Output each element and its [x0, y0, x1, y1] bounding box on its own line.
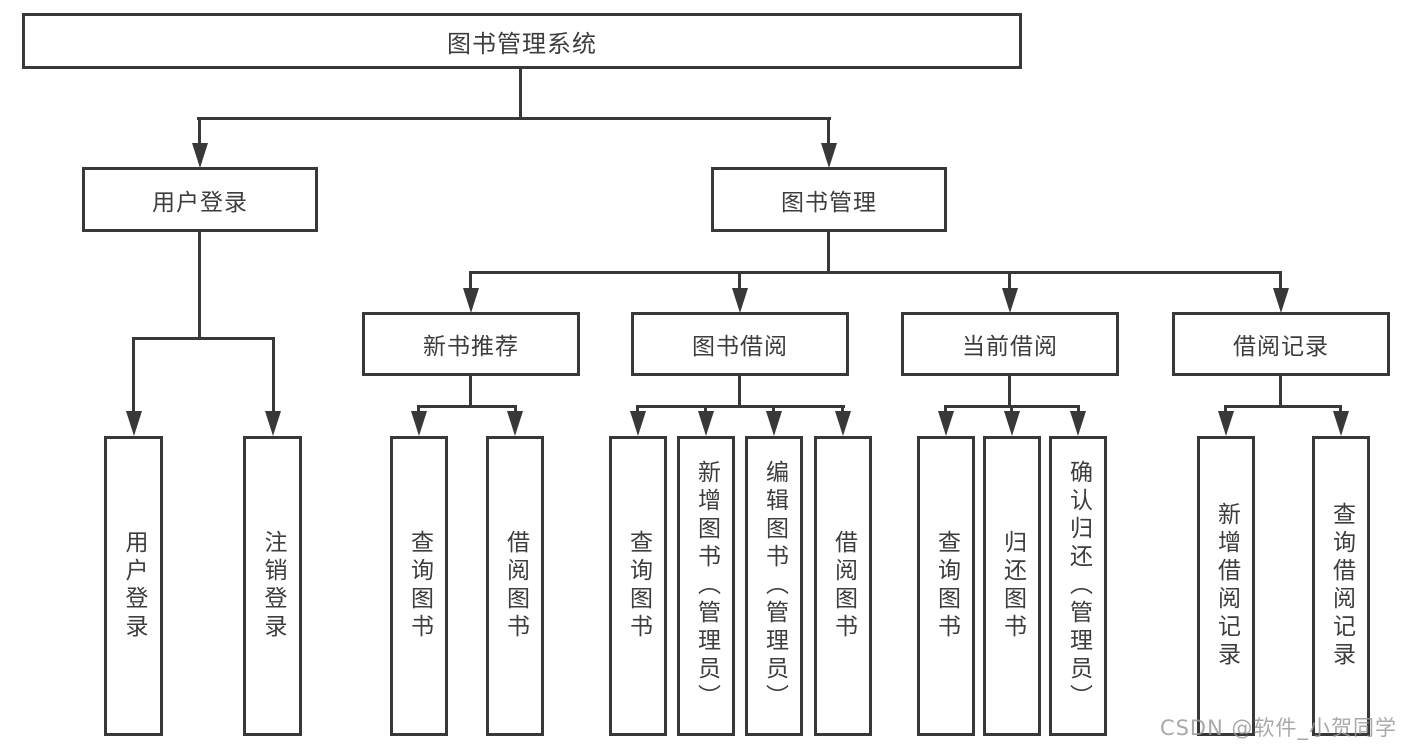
connector-currentborrow-c1-stem: [944, 405, 947, 413]
connector-bookmgmt-stem: [827, 117, 830, 145]
connector-userlogin-branch: [132, 337, 275, 340]
leaf-borrow-add-label: 新增图书（管理员）: [693, 460, 720, 712]
arrow-bookborrow-icon: [732, 288, 748, 313]
leaf-borrow-query-label: 查询图书: [625, 530, 652, 642]
arrow-currentborrow-confirm-icon: [1070, 411, 1086, 436]
node-root: 图书管理系统: [22, 13, 1022, 69]
leaf-borrow-add: 新增图书（管理员）: [677, 436, 735, 736]
connector-borrowrecord-stem: [1279, 271, 1282, 290]
connector-bookborrow-branch: [636, 405, 845, 408]
leaf-newbook-borrow-label: 借阅图书: [502, 530, 529, 642]
arrow-record-query-icon: [1333, 411, 1349, 436]
node-new-book-rec: 新书推荐: [362, 312, 580, 376]
connector-level3-branch: [469, 271, 1282, 274]
arrow-bookborrow-edit-icon: [766, 411, 782, 436]
arrow-bookborrow-add-icon: [698, 411, 714, 436]
leaf-newbook-query: 查询图书: [390, 436, 448, 736]
connector-borrowrecord-down: [1279, 376, 1282, 405]
leaf-newbook-borrow: 借阅图书: [486, 436, 544, 736]
connector-currentborrow-down: [1008, 376, 1011, 405]
connector-borrowrecord-branch: [1224, 405, 1342, 408]
connector-currentborrow-stem: [1008, 271, 1011, 290]
arrow-currentborrow-return-icon: [1004, 411, 1020, 436]
node-book-mgmt-label: 图书管理: [781, 189, 877, 216]
leaf-borrow-edit-label: 编辑图书（管理员）: [761, 460, 788, 712]
arrow-leaf-login-icon: [126, 411, 142, 436]
leaf-borrow-borrow: 借阅图书: [814, 436, 872, 736]
connector-newbook-c1-stem: [417, 405, 420, 413]
leaf-current-query-label: 查询图书: [933, 530, 960, 642]
leaf-current-confirm-label: 确认归还（管理员）: [1065, 460, 1092, 712]
connector-bookborrow-c2-stem: [704, 405, 707, 413]
leaf-borrow-query: 查询图书: [609, 436, 667, 736]
connector-currentborrow-c2-stem: [1010, 405, 1013, 413]
connector-root-stem: [519, 69, 522, 118]
node-user-login-label: 用户登录: [152, 189, 248, 216]
arrow-userlogin-icon: [192, 143, 208, 168]
arrow-currentborrow-icon: [1002, 288, 1018, 313]
node-book-mgmt: 图书管理: [711, 167, 947, 232]
arrow-leaf-logout-icon: [265, 411, 281, 436]
leaf-logout: 注销登录: [243, 436, 302, 736]
node-borrow-record: 借阅记录: [1172, 312, 1390, 376]
arrow-currentborrow-query-icon: [938, 411, 954, 436]
node-user-login: 用户登录: [82, 167, 318, 232]
arrow-borrowrecord-icon: [1273, 288, 1289, 313]
leaf-user-login: 用户登录: [104, 436, 163, 736]
connector-leaf-login-stem: [132, 337, 135, 411]
node-current-borrow-label: 当前借阅: [962, 334, 1058, 360]
arrow-bookmgmt-icon: [821, 143, 837, 168]
leaf-user-login-label: 用户登录: [121, 530, 147, 642]
arrow-bookborrow-borrow-icon: [835, 411, 851, 436]
connector-newbook-branch: [417, 405, 517, 408]
leaf-current-return: 归还图书: [983, 436, 1041, 736]
leaf-newbook-query-label: 查询图书: [406, 530, 433, 642]
arrow-newbook-query-icon: [411, 411, 427, 436]
leaf-record-query-label: 查询借阅记录: [1328, 502, 1355, 670]
leaf-current-return-label: 归还图书: [999, 530, 1026, 642]
leaf-record-query: 查询借阅记录: [1312, 436, 1370, 736]
connector-newbook-c2-stem: [514, 405, 517, 413]
connector-bookmgmt-down: [827, 232, 830, 271]
connector-newbook-down: [469, 376, 472, 405]
arrow-record-add-icon: [1218, 411, 1234, 436]
node-root-label: 图书管理系统: [447, 29, 597, 58]
leaf-borrow-borrow-label: 借阅图书: [830, 530, 857, 642]
connector-newbook-stem: [469, 271, 472, 290]
leaf-record-add: 新增借阅记录: [1197, 436, 1255, 736]
node-book-borrow-label: 图书借阅: [692, 334, 788, 360]
leaf-logout-label: 注销登录: [260, 530, 286, 642]
connector-bookborrow-c1-stem: [636, 405, 639, 413]
connector-bookborrow-stem: [738, 271, 741, 290]
node-new-book-rec-label: 新书推荐: [423, 334, 519, 360]
connector-borrowrecord-c1-stem: [1224, 405, 1227, 413]
leaf-borrow-edit: 编辑图书（管理员）: [745, 436, 803, 736]
node-book-borrow: 图书借阅: [631, 312, 849, 376]
node-current-borrow: 当前借阅: [901, 312, 1119, 376]
connector-level2-branch: [197, 117, 831, 120]
connector-borrowrecord-c2-stem: [1339, 405, 1342, 413]
arrow-bookborrow-query-icon: [630, 411, 646, 436]
connector-leaf-logout-stem: [272, 337, 275, 411]
arrow-newbook-icon: [463, 288, 479, 313]
leaf-current-confirm: 确认归还（管理员）: [1049, 436, 1107, 736]
connector-bookborrow-c3-stem: [772, 405, 775, 413]
connector-bookborrow-c4-stem: [841, 405, 844, 413]
connector-userlogin-stem: [198, 117, 201, 145]
arrow-newbook-borrow-icon: [507, 411, 523, 436]
connector-bookborrow-down: [738, 376, 741, 405]
connector-userlogin-down: [198, 232, 201, 337]
leaf-current-query: 查询图书: [917, 436, 975, 736]
csdn-watermark: CSDN @软件_小贺同学: [1159, 716, 1397, 740]
connector-currentborrow-c3-stem: [1077, 405, 1080, 413]
node-borrow-record-label: 借阅记录: [1233, 334, 1329, 360]
leaf-record-add-label: 新增借阅记录: [1213, 502, 1240, 670]
